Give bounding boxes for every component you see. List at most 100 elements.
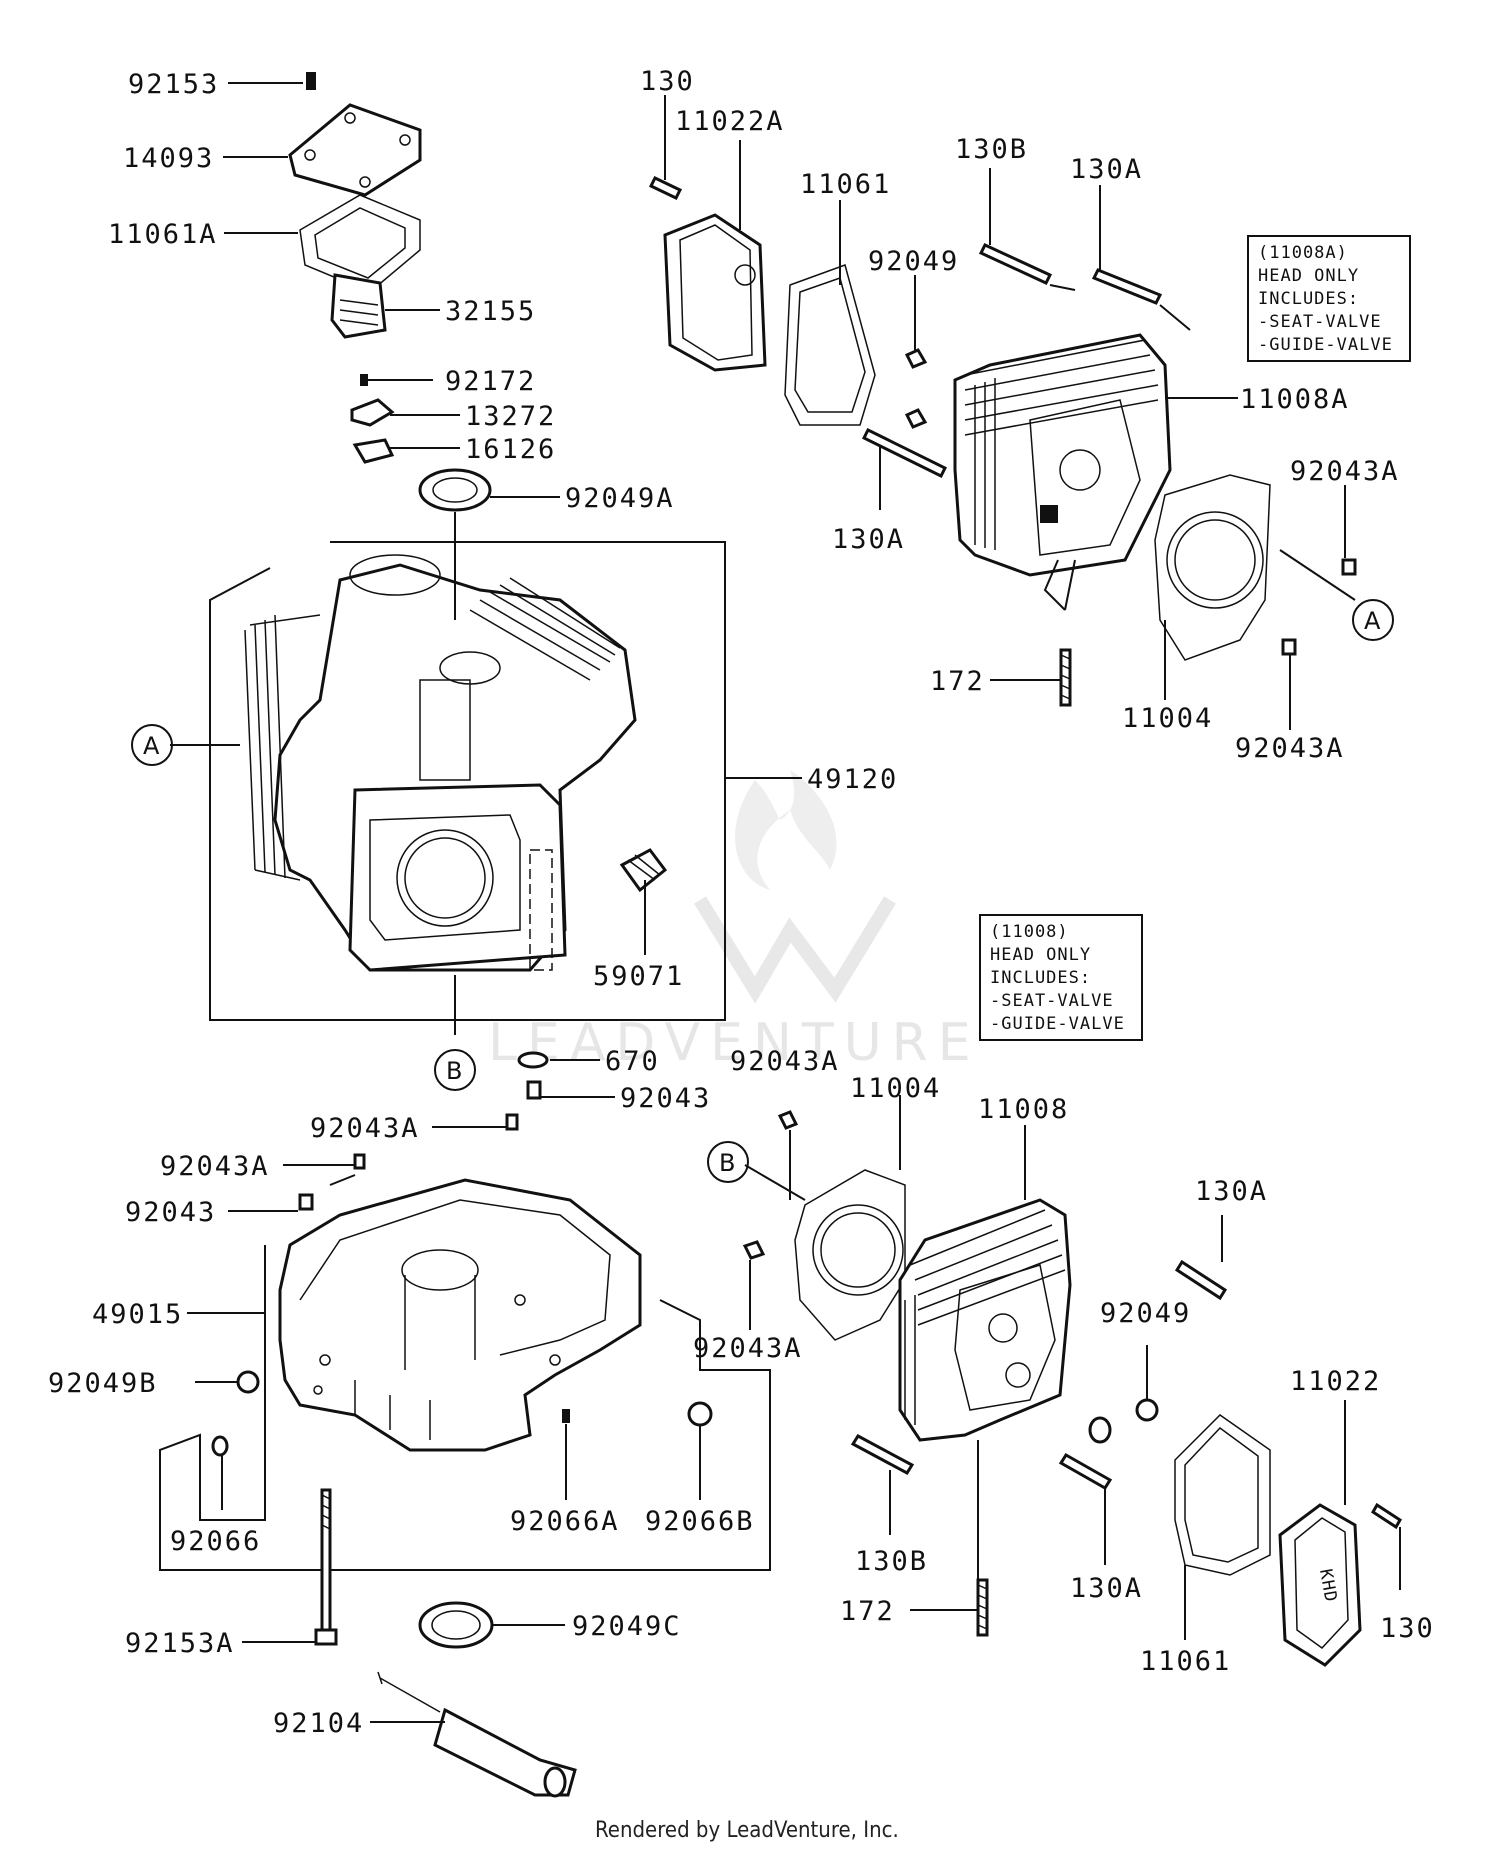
cylinder-head-11008 xyxy=(898,1198,1072,1442)
reed-valve-32155 xyxy=(330,273,387,339)
label-130B-bottom: 130B xyxy=(855,1546,928,1577)
label-92049-bottom: 92049 xyxy=(1100,1298,1191,1329)
label-92153A: 92153A xyxy=(125,1628,235,1659)
label-92153: 92153 xyxy=(128,69,219,100)
label-92104: 92104 xyxy=(273,1708,364,1739)
dowel-pins xyxy=(298,1080,542,1211)
label-130A-mid: 130A xyxy=(832,524,905,555)
label-92043-top: 92043 xyxy=(620,1083,711,1114)
label-92049A: 92049A xyxy=(565,483,675,514)
label-130A-r1: 130A xyxy=(1195,1176,1268,1207)
label-11061-top: 11061 xyxy=(800,169,891,200)
svg-text:INCLUDES:: INCLUDES: xyxy=(1258,289,1359,309)
label-13272: 13272 xyxy=(465,401,556,432)
footer-credit: Rendered by LeadVenture, Inc. xyxy=(595,1818,899,1843)
plugs-92049-bottom xyxy=(1088,1398,1159,1444)
oil-seal-92049A xyxy=(418,468,492,512)
label-92049B: 92049B xyxy=(48,1368,158,1399)
svg-text:-GUIDE-VALVE: -GUIDE-VALVE xyxy=(1258,335,1393,355)
ref-A-right: A xyxy=(1364,607,1381,635)
label-92043A-r2: 92043A xyxy=(1235,733,1345,764)
label-92066A: 92066A xyxy=(510,1506,620,1537)
note-box-11008A: (11008A) HEAD ONLY INCLUDES: -SEAT-VALVE… xyxy=(1247,235,1411,362)
bolts-130B-130A-top xyxy=(861,243,1191,479)
label-14093: 14093 xyxy=(123,143,214,174)
label-670: 670 xyxy=(605,1046,660,1077)
svg-text:(11008): (11008) xyxy=(990,922,1069,942)
label-92043A-r1: 92043A xyxy=(1290,456,1400,487)
svg-text:INCLUDES:: INCLUDES: xyxy=(990,968,1091,988)
plug-92049B xyxy=(236,1370,260,1394)
leader-lines xyxy=(170,82,1401,1723)
part-labels: 92153 14093 11061A 32155 92172 13272 161… xyxy=(48,66,1435,1739)
screw-92172 xyxy=(360,374,368,386)
watermark: LEADVENTURE xyxy=(488,770,981,1073)
label-92049C: 92049C xyxy=(572,1611,682,1642)
label-59071: 59071 xyxy=(593,961,684,992)
label-172-bottom: 172 xyxy=(840,1596,895,1627)
label-92066B: 92066B xyxy=(645,1506,755,1537)
pins-92043A-bottom xyxy=(742,1110,799,1260)
label-11022: 11022 xyxy=(1290,1366,1381,1397)
label-130-bottom: 130 xyxy=(1380,1613,1435,1644)
crankcase-49015 xyxy=(278,1178,642,1452)
label-92043-left: 92043 xyxy=(125,1197,216,1228)
reference-markers: A A B B xyxy=(131,599,1394,1183)
label-16126: 16126 xyxy=(465,434,556,465)
plug-92066B xyxy=(687,1401,713,1427)
cover-11022: KHD xyxy=(1278,1503,1362,1667)
label-49015: 49015 xyxy=(92,1299,183,1330)
stud-172-bottom xyxy=(976,1578,989,1637)
label-130B-top: 130B xyxy=(955,134,1028,165)
sealant-tube-92104 xyxy=(377,1671,577,1798)
label-11008: 11008 xyxy=(978,1094,1069,1125)
label-11004-top: 11004 xyxy=(1122,703,1213,734)
label-11061A: 11061A xyxy=(108,219,218,250)
label-49120: 49120 xyxy=(807,764,898,795)
label-32155: 32155 xyxy=(445,296,536,327)
label-92049-top: 92049 xyxy=(868,246,959,277)
svg-text:HEAD ONLY: HEAD ONLY xyxy=(1258,266,1359,286)
svg-text:(11008A): (11008A) xyxy=(1258,243,1348,263)
svg-text:-SEAT-VALVE: -SEAT-VALVE xyxy=(1258,312,1382,332)
spring-59071 xyxy=(619,848,668,893)
plate-16126 xyxy=(352,438,395,464)
label-92043A-r4: 92043A xyxy=(693,1333,803,1364)
label-92043A-a: 92043A xyxy=(310,1113,420,1144)
ref-B-left: B xyxy=(446,1057,462,1085)
label-11022A: 11022A xyxy=(675,106,785,137)
svg-text:-GUIDE-VALVE: -GUIDE-VALVE xyxy=(990,1014,1125,1034)
label-130-top: 130 xyxy=(640,66,695,97)
watermark-text: LEADVENTURE xyxy=(488,1013,981,1073)
bolt-92153A xyxy=(314,1488,338,1646)
plugs-92049-top xyxy=(904,348,928,429)
plug-92066 xyxy=(211,1435,229,1457)
pins-92043A-right xyxy=(1281,558,1357,656)
ref-A-left: A xyxy=(143,732,160,760)
plug-92066A xyxy=(562,1409,570,1423)
gasket-11061-bottom xyxy=(1174,1414,1271,1576)
gasket-11061A xyxy=(299,194,421,293)
o-ring-670 xyxy=(517,1051,549,1069)
gasket-11004-top xyxy=(1154,474,1271,700)
label-11004-bottom: 11004 xyxy=(850,1073,941,1104)
label-130A-r2: 130A xyxy=(1070,1573,1143,1604)
cylinder-block-49120 xyxy=(244,554,637,972)
ref-B-right: B xyxy=(719,1149,735,1177)
cover-11022A xyxy=(663,213,767,372)
label-92043A-b: 92043A xyxy=(160,1151,270,1182)
label-11008A: 11008A xyxy=(1240,384,1350,415)
note-box-11008: (11008) HEAD ONLY INCLUDES: -SEAT-VALVE … xyxy=(979,914,1143,1041)
label-92043A-r3: 92043A xyxy=(730,1046,840,1077)
svg-text:-SEAT-VALVE: -SEAT-VALVE xyxy=(990,991,1114,1011)
label-11061-bottom: 11061 xyxy=(1140,1646,1231,1677)
label-172-top: 172 xyxy=(930,666,985,697)
svg-text:HEAD ONLY: HEAD ONLY xyxy=(990,945,1091,965)
label-92172: 92172 xyxy=(445,366,536,397)
label-92066: 92066 xyxy=(170,1526,261,1557)
cover-plate-14093 xyxy=(288,72,422,197)
bolts-130-bottom xyxy=(850,1259,1403,1530)
oil-seal-92049C xyxy=(418,1601,494,1649)
stud-172-top xyxy=(1043,559,1076,707)
